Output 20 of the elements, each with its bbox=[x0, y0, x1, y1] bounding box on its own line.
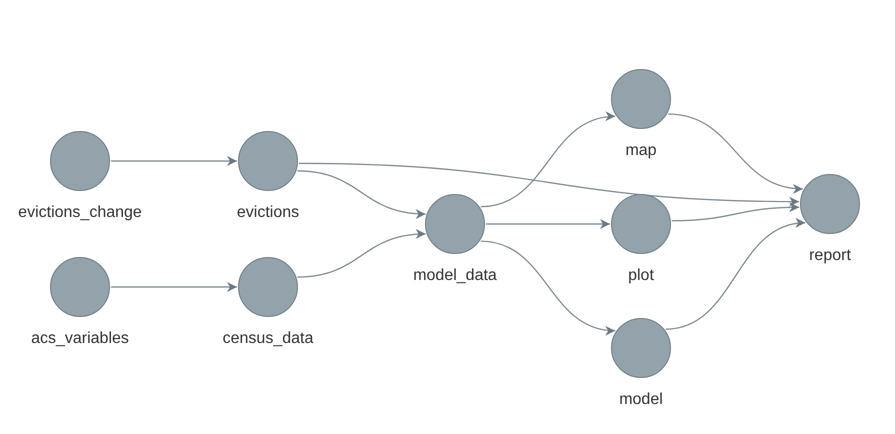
node-label: census_data bbox=[222, 329, 314, 348]
arrow bbox=[111, 282, 237, 292]
arrow bbox=[111, 156, 237, 166]
node-label: evictions_change bbox=[18, 203, 142, 222]
arrow bbox=[297, 229, 426, 278]
node-label: report bbox=[809, 246, 851, 265]
arrow bbox=[298, 162, 800, 206]
node-label: map bbox=[625, 141, 657, 160]
arrow bbox=[297, 170, 426, 219]
arrow bbox=[480, 240, 616, 335]
node-label: evictions bbox=[236, 203, 300, 222]
node-label: acs_variables bbox=[31, 329, 129, 348]
node-label: plot bbox=[628, 266, 654, 285]
node-label: model_data bbox=[413, 266, 497, 285]
arrow bbox=[668, 113, 803, 193]
arrow bbox=[666, 219, 806, 330]
arrow bbox=[672, 202, 800, 222]
node-label: model bbox=[619, 390, 663, 409]
arrow bbox=[480, 112, 616, 208]
arrow bbox=[486, 219, 610, 229]
